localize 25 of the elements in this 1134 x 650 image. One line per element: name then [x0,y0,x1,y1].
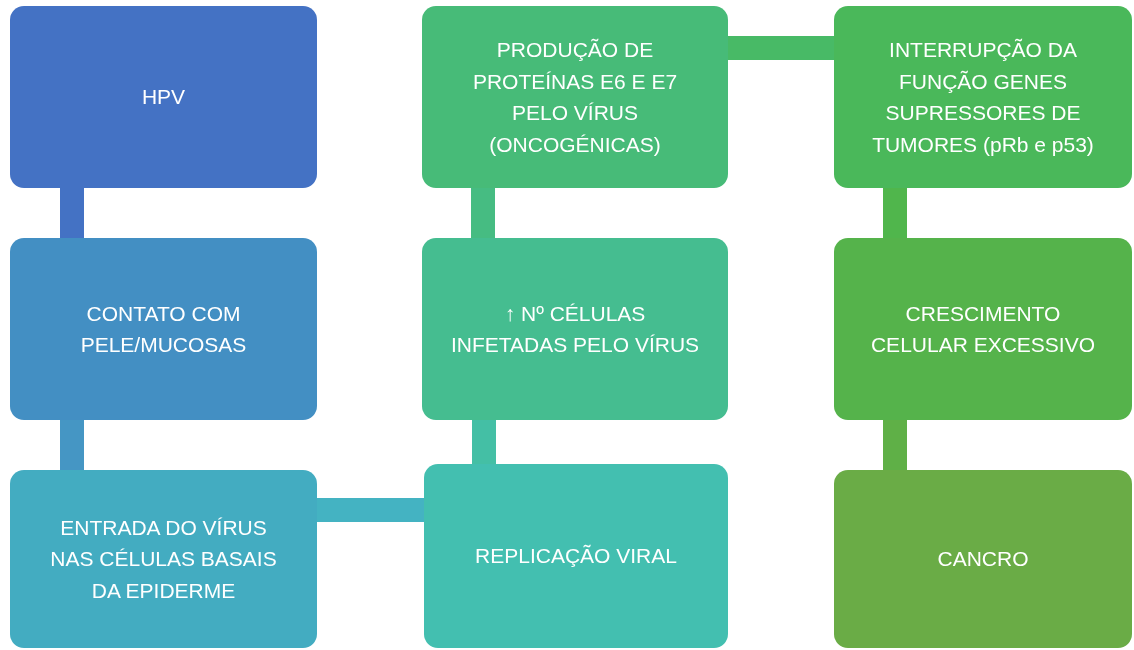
box-label: INTERRUPÇÃO DA FUNÇÃO GENES SUPRESSORES DE TUMORES (pRb e p53) [871,37,1095,158]
process-box [834,470,1132,648]
box-label: ENTRADA DO VÍRUS NAS CÉLULAS BASAIS DA EPIDERME [49,514,278,604]
process-box [834,6,1132,188]
box-label: CRESCIMENTO CELULAR EXCESSIVO [869,300,1097,358]
connector-bar [472,420,496,464]
connector-bar [471,188,495,238]
process-box [10,470,317,648]
box-label: REPLICAÇÃO VIRAL [475,543,677,570]
connector-bar [883,188,907,238]
process-box [834,238,1132,420]
process-box [422,238,728,420]
box-label: ↑ Nº CÉLULAS INFETADAS PELO VÍRUS [450,300,700,358]
process-box [10,238,317,420]
process-box [424,464,728,648]
box-label: CANCRO [937,546,1029,573]
connector-bar [60,188,84,238]
connector-bar [60,420,84,470]
box-label: HPV [141,84,186,111]
connector-bar [317,498,424,522]
box-label: PRODUÇÃO DE PROTEÍNAS E6 E E7 PELO VÍRUS (ONCOGÉNICAS) [471,37,679,158]
process-box [10,6,317,188]
connector-bar [728,36,834,60]
box-label: CONTATO COM PELE/MUCOSAS [79,300,248,358]
process-box [422,6,728,188]
